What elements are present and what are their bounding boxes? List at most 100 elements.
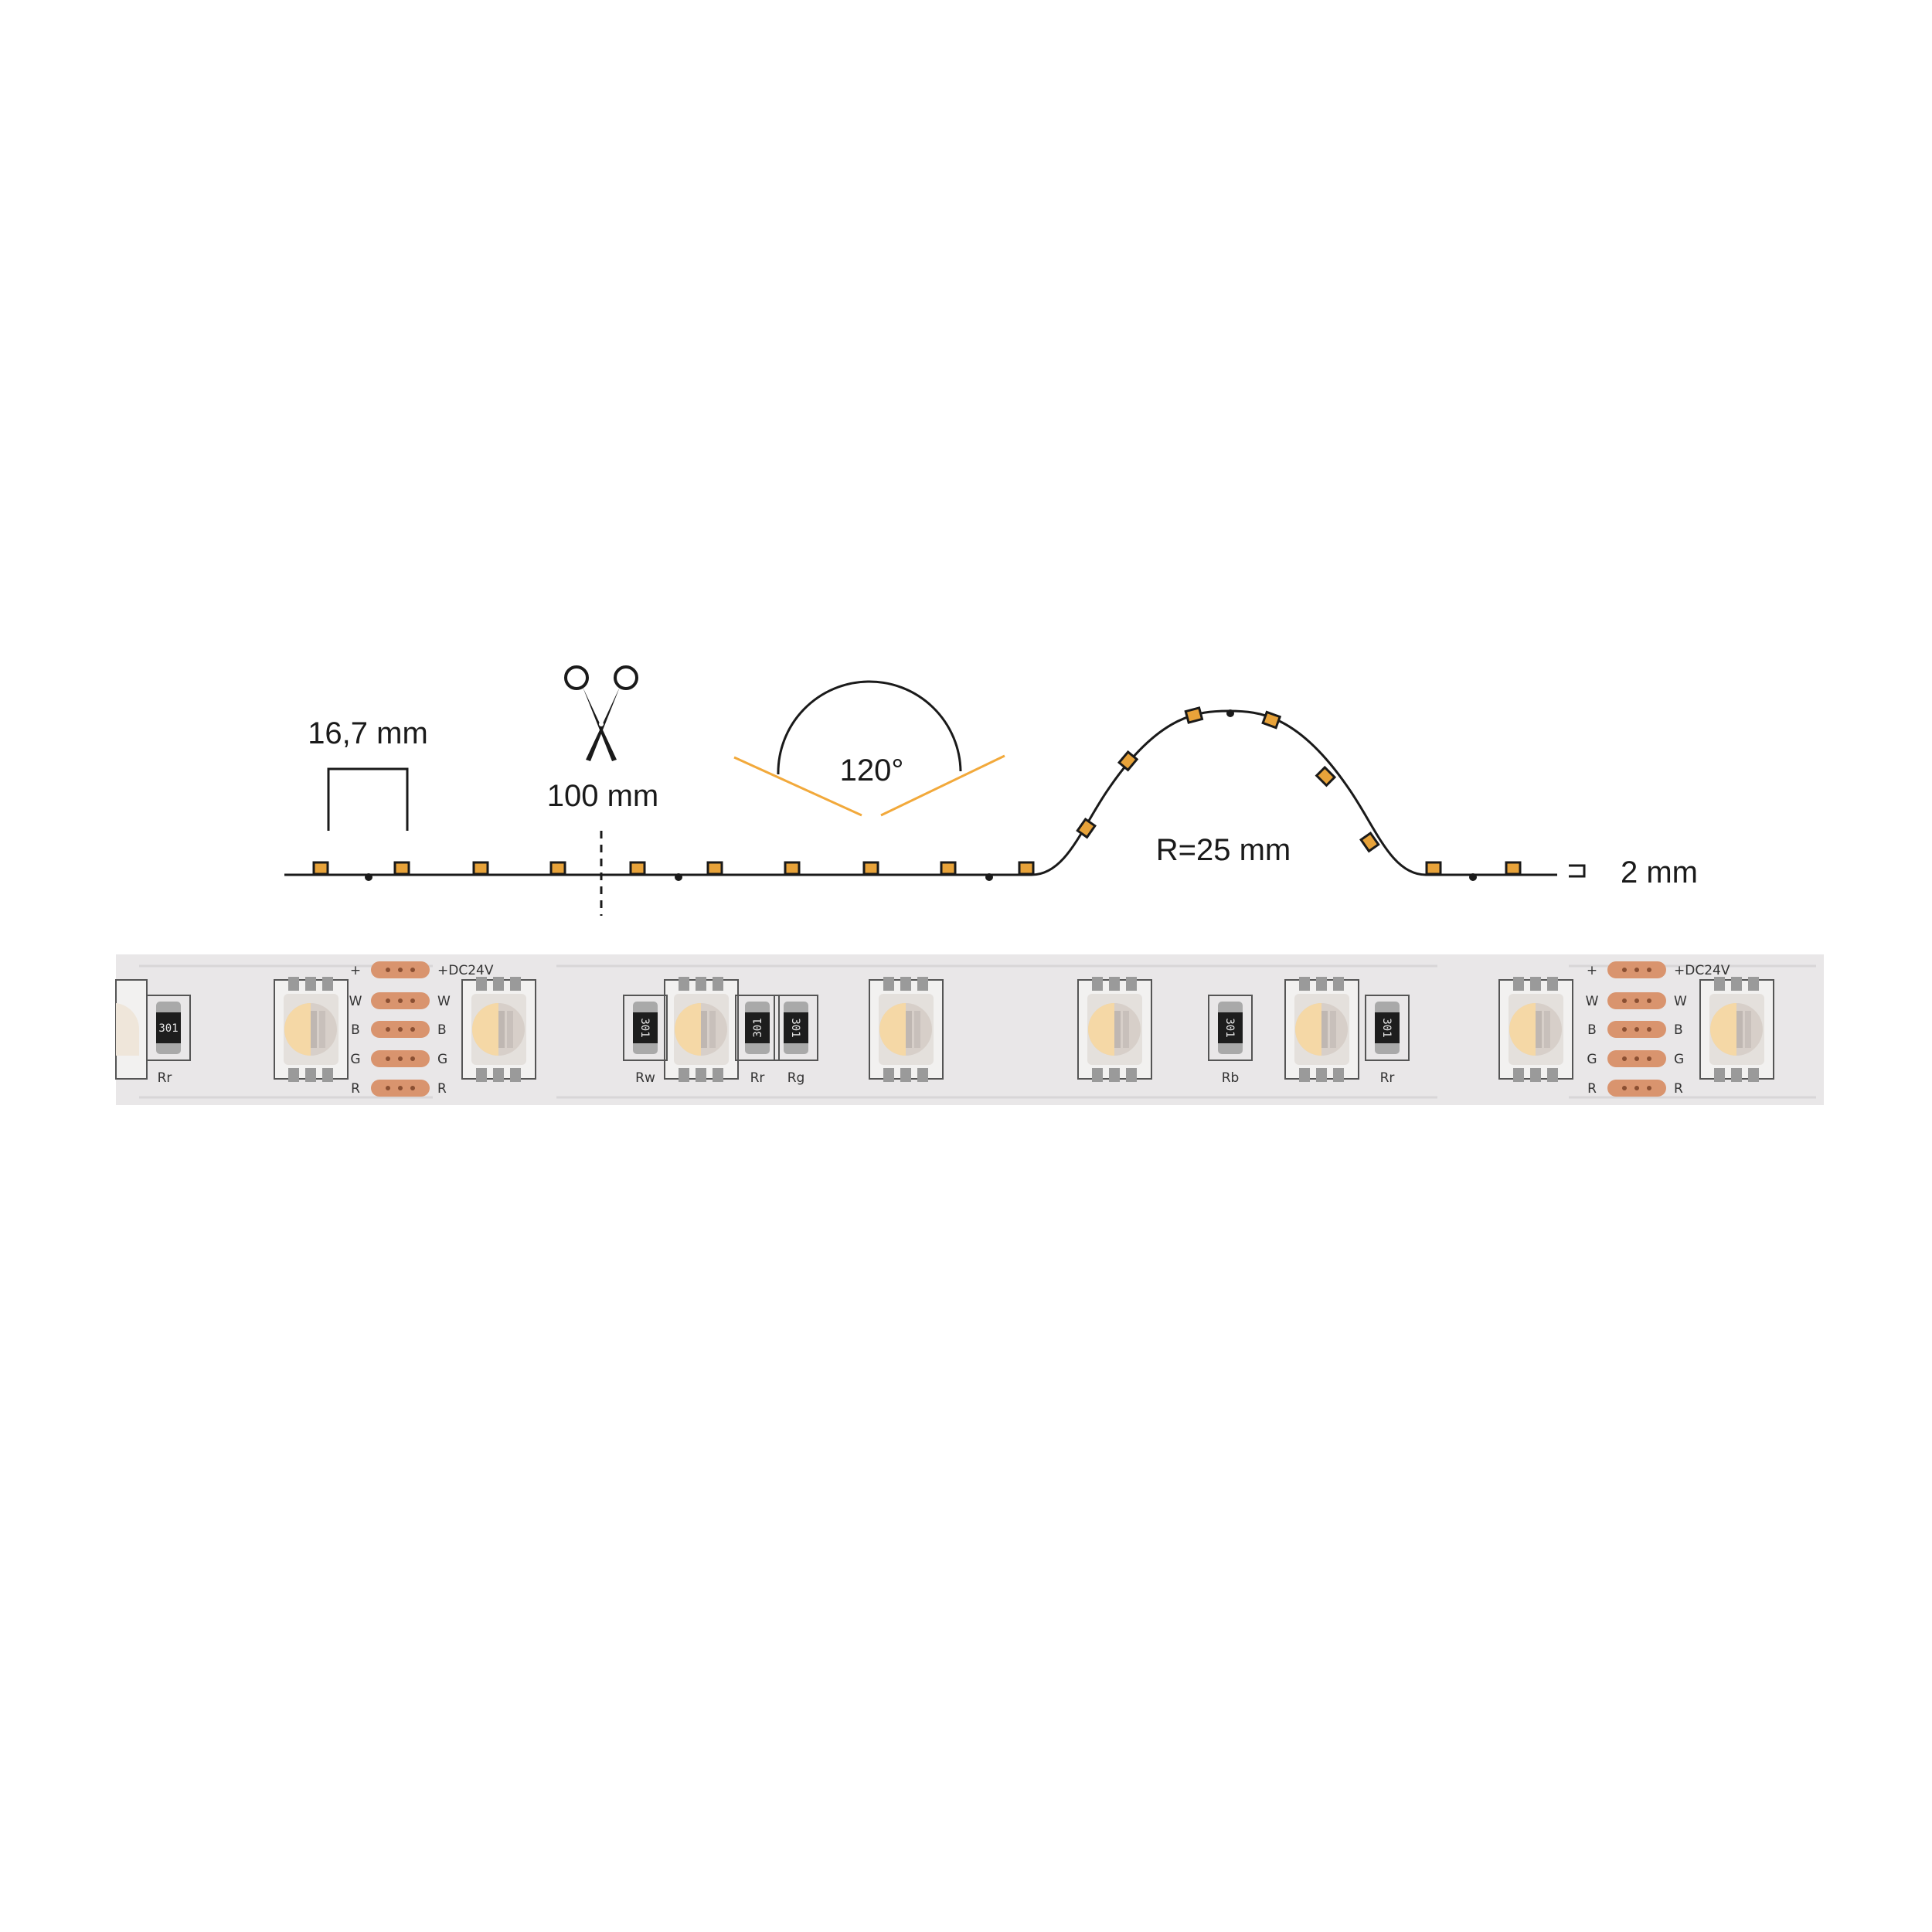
- chip-pin: [1126, 1068, 1137, 1082]
- smd-leds: [115, 977, 1774, 1082]
- led-marker-curved: [1315, 765, 1337, 787]
- pad-hole: [410, 968, 415, 972]
- led-marker: [1505, 861, 1522, 876]
- led-marker: [393, 861, 410, 876]
- led-marker: [1425, 861, 1442, 876]
- chip-pin: [1092, 977, 1103, 991]
- led-marker: [784, 861, 801, 876]
- chip-pin: [1748, 1068, 1759, 1082]
- chip-die: [311, 1011, 317, 1048]
- pad-hole: [410, 1027, 415, 1032]
- pad-hole: [1647, 968, 1651, 972]
- chip-pin: [679, 1068, 689, 1082]
- pad-label-left: +: [350, 963, 361, 978]
- chip-die: [1745, 1011, 1751, 1048]
- resistor-label: Rr: [1380, 1070, 1395, 1086]
- pad-label-left: B: [351, 1022, 360, 1038]
- pad-label-left: B: [1587, 1022, 1597, 1038]
- pad-hole: [386, 1056, 390, 1061]
- chip-die: [1736, 1011, 1743, 1048]
- led-marker: [1076, 817, 1097, 839]
- pad-hole: [386, 1027, 390, 1032]
- chip-pin: [510, 1068, 521, 1082]
- resistor-body: [784, 1012, 808, 1043]
- driver-dot: [985, 873, 993, 881]
- beam-angle-line-left: [733, 756, 862, 817]
- chip-die: [906, 1011, 912, 1048]
- cut-length-label: 100 mm: [547, 779, 659, 813]
- resistor-body: [745, 1012, 770, 1043]
- resistor-body: [633, 1012, 658, 1043]
- chip-pin: [1513, 977, 1524, 991]
- pad-label-left: G: [1587, 1052, 1597, 1067]
- led-marker: [629, 861, 646, 876]
- chip-die: [701, 1011, 707, 1048]
- led-marker-curved: [1117, 750, 1139, 772]
- resistor-code: 301: [1380, 1018, 1393, 1037]
- chip-warm-white-die: [284, 1003, 311, 1056]
- chip-pin: [1530, 1068, 1541, 1082]
- pitch-label: 16,7 mm: [308, 716, 428, 750]
- driver-dot: [365, 873, 372, 881]
- chip-warm-white-die: [1710, 1003, 1736, 1056]
- led-marker-curved: [1359, 831, 1380, 853]
- resistor-code: 301: [638, 1018, 651, 1037]
- rgbw-led-chip: [274, 977, 349, 1082]
- chip-pin: [493, 977, 504, 991]
- led-marker-curved: [1261, 710, 1282, 730]
- beam-angle-label: 120°: [840, 753, 904, 787]
- led-marker: [706, 861, 723, 876]
- chip-pin: [288, 1068, 299, 1082]
- chip-pin: [1748, 977, 1759, 991]
- resistor-code: 301: [1223, 1018, 1236, 1037]
- resistor-outline: [146, 995, 191, 1061]
- beam-angle: 120°: [733, 680, 1005, 817]
- pad-hole: [386, 1086, 390, 1090]
- resistor-outline: [1365, 995, 1410, 1061]
- chip-die: [507, 1011, 513, 1048]
- chip-pin: [305, 1068, 316, 1082]
- resistor-label: Rw: [635, 1070, 655, 1086]
- beam-angle-line-right: [880, 754, 1005, 817]
- pad-hole: [1647, 1086, 1651, 1090]
- chip-pin: [917, 1068, 928, 1082]
- chip-pin: [1714, 1068, 1725, 1082]
- pad-hole: [1647, 1056, 1651, 1061]
- chip-die: [1114, 1011, 1121, 1048]
- led-markers: [312, 706, 1522, 881]
- rgbw-led-chip: [1498, 977, 1573, 1082]
- led-marker: [1359, 831, 1380, 853]
- led-marker: [1315, 765, 1337, 787]
- pad-label-left: W: [349, 994, 362, 1009]
- resistor-label: Rr: [750, 1070, 765, 1086]
- pad-hole: [1622, 1056, 1627, 1061]
- rgbw-led-chip: [1699, 977, 1774, 1082]
- chip-pin: [1714, 977, 1725, 991]
- resistor-code: 301: [158, 1022, 178, 1035]
- pad-label-right: +DC24V: [437, 963, 494, 978]
- strip-profile: [284, 706, 1557, 881]
- resistor-body: [156, 1012, 181, 1043]
- pad-label-right: W: [437, 994, 451, 1009]
- chip-die: [1544, 1011, 1550, 1048]
- chip-pin: [696, 1068, 706, 1082]
- pad-hole: [1622, 1086, 1627, 1090]
- pad-hole: [1622, 998, 1627, 1003]
- chip-pin: [1316, 977, 1327, 991]
- chip-die: [709, 1011, 716, 1048]
- rgbw-led-chip: [1077, 977, 1152, 1082]
- pitch-dimension: 16,7 mm: [308, 716, 428, 831]
- rgbw-led-chip: [461, 977, 536, 1082]
- chip-pin: [883, 977, 894, 991]
- chip-pin: [1109, 1068, 1120, 1082]
- chip-die: [914, 1011, 920, 1048]
- rgbw-led-chip: [664, 977, 739, 1082]
- rgbw-led-chip-partial: [115, 979, 148, 1080]
- chip-pin: [322, 1068, 333, 1082]
